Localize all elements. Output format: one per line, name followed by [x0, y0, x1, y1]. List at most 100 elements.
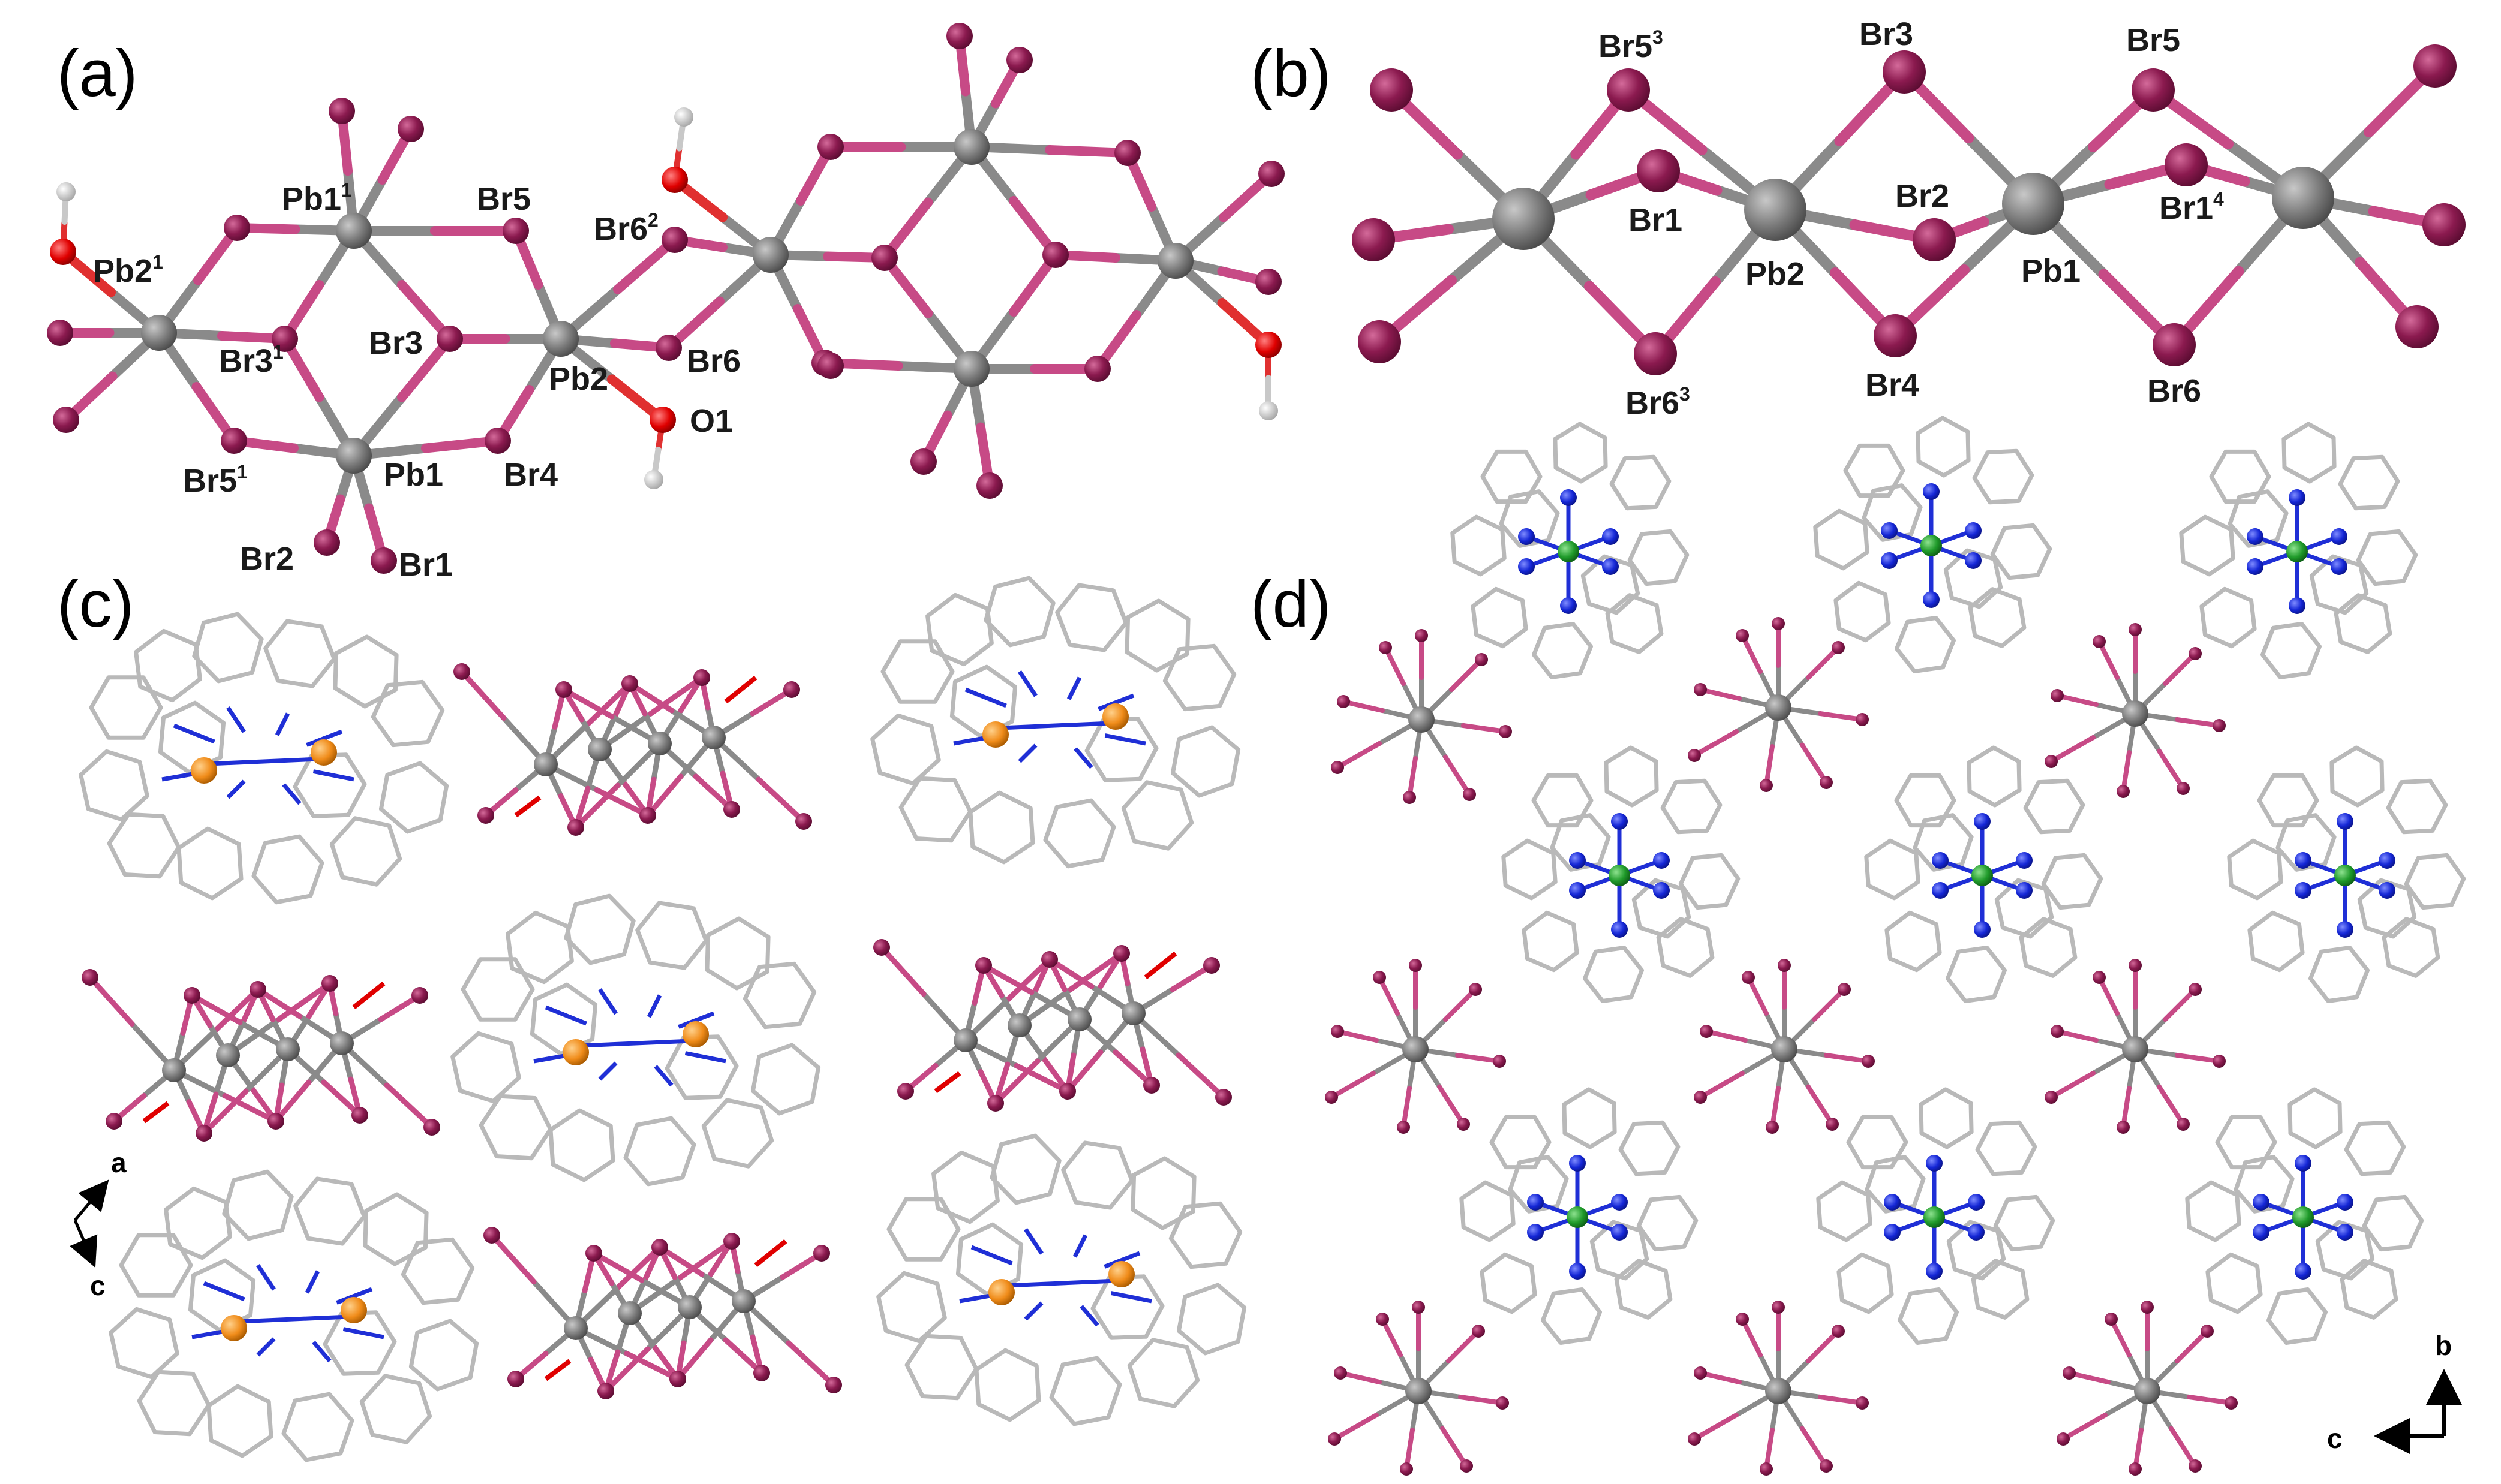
ligand-ring — [2185, 1180, 2241, 1242]
br-atom — [693, 669, 710, 686]
ligand-ring — [1636, 1194, 1699, 1252]
ligand-ring — [2404, 853, 2466, 910]
br-atom — [1042, 242, 1069, 268]
pb-atom — [1408, 706, 1435, 733]
br-atom — [1325, 1091, 1338, 1104]
ligand-ring — [2041, 853, 2103, 910]
panel-letter-c: (c) — [57, 567, 134, 641]
br-atom — [1373, 971, 1386, 984]
ligand-ring — [1919, 1087, 1974, 1149]
cu-n-bond — [1074, 747, 1093, 769]
ligand-ring — [876, 1271, 947, 1344]
pb-br-bond — [273, 1079, 312, 1124]
metal-atom — [1558, 541, 1579, 562]
ligand-ring — [158, 700, 226, 775]
n-atom — [1926, 1155, 1943, 1172]
metal-atom — [2286, 541, 2308, 562]
br-atom — [1409, 959, 1422, 972]
pb-br-bond — [1740, 633, 1763, 674]
n-atom — [1569, 852, 1586, 869]
metal-complex — [1864, 745, 2103, 1003]
br-atom — [2051, 689, 2064, 702]
n-atom — [1932, 852, 1949, 869]
o-atom — [650, 407, 676, 433]
br-atom — [2093, 635, 2106, 648]
br-atom — [1463, 788, 1476, 801]
br-atom — [2189, 647, 2202, 660]
pb-atom — [1771, 1036, 1797, 1062]
n-atom — [2289, 489, 2305, 506]
atom-label: O1 — [690, 403, 733, 439]
br-atom — [2093, 971, 2106, 984]
axis-label-c-d: c — [2327, 1423, 2343, 1454]
br-atom — [1215, 1089, 1232, 1106]
ligand-ring — [109, 1307, 179, 1380]
ligand-ring — [623, 1116, 696, 1187]
ligand-ring — [904, 1334, 979, 1401]
n-atom — [1569, 1263, 1586, 1280]
cu-n-bridge — [566, 1038, 705, 1049]
o-bond — [754, 1239, 787, 1268]
ligand-ring — [2309, 554, 2369, 615]
ligand-ring — [1836, 1252, 1894, 1314]
cu-n-bond — [598, 1061, 618, 1081]
cu-atom — [221, 1315, 247, 1341]
cu-n-bond — [678, 1011, 715, 1029]
br-atom — [825, 1377, 842, 1393]
n-atom — [1560, 489, 1577, 506]
pb-br-bond — [1341, 699, 1385, 713]
br-atom — [1457, 1118, 1470, 1131]
ligand-ring — [329, 816, 402, 887]
n-atom — [2253, 1194, 2269, 1211]
pb-br-bond — [1065, 1049, 1104, 1094]
axis-label-a: a — [111, 1147, 127, 1178]
pb-br-bond — [2163, 651, 2198, 686]
br-atom — [1499, 725, 1512, 738]
br-atom — [813, 1245, 830, 1262]
n-atom — [2253, 1224, 2269, 1241]
ligand-ring — [1943, 548, 2003, 609]
br-atom — [321, 975, 338, 992]
ligand-ring — [1459, 1180, 1516, 1242]
br-atom — [1688, 749, 1701, 762]
ligand-ring — [2275, 813, 2337, 872]
br-atom — [1400, 1462, 1413, 1476]
pb-br-bond — [645, 773, 684, 818]
ligand-ring — [119, 1233, 193, 1298]
pb-br-bond — [993, 1058, 1041, 1106]
pb-br-bond — [2061, 1413, 2108, 1441]
br-atom — [2045, 1091, 2058, 1104]
br-atom — [1820, 776, 1833, 789]
cu-n-bond — [1104, 733, 1146, 746]
br-atom — [1736, 1313, 1749, 1326]
pb-br-bond — [678, 1238, 735, 1280]
ligand-ring — [564, 893, 636, 965]
n-atom — [2016, 882, 2033, 899]
pb-atom — [618, 1301, 642, 1325]
cu-n-bond — [275, 712, 290, 736]
pb-cluster — [483, 1227, 842, 1399]
n-atom — [2379, 882, 2395, 899]
pb-atom — [2002, 173, 2064, 235]
br-atom — [47, 320, 73, 346]
ligand-ring — [1580, 554, 1640, 615]
pb-br-bond — [2175, 1053, 2222, 1064]
pbbr6-octahedron — [1694, 959, 1875, 1134]
ligand-ring — [1609, 454, 1672, 511]
panel-a-labels: Pb21 Pb11 Br5 Br62 Br31 Br3 Pb2 Br6 O1 B… — [93, 179, 741, 583]
n-atom — [1884, 1224, 1901, 1241]
ligand-ring — [450, 1031, 521, 1104]
br-atom — [453, 663, 470, 680]
br-atom — [597, 1383, 614, 1399]
ligand-ring — [1605, 593, 1664, 654]
pbbr6-octahedron — [1325, 959, 1506, 1134]
pb-br-bond — [1692, 729, 1739, 758]
pb-br-bond — [201, 1088, 249, 1136]
atom-label: Pb2 — [1745, 256, 1805, 292]
br-atom — [1742, 971, 1755, 984]
ligand-ring — [1049, 1356, 1122, 1426]
ligand-ring — [1055, 583, 1128, 652]
ligand-ring — [968, 790, 1035, 865]
n-atom — [2337, 1224, 2353, 1241]
h-atom — [56, 182, 76, 201]
